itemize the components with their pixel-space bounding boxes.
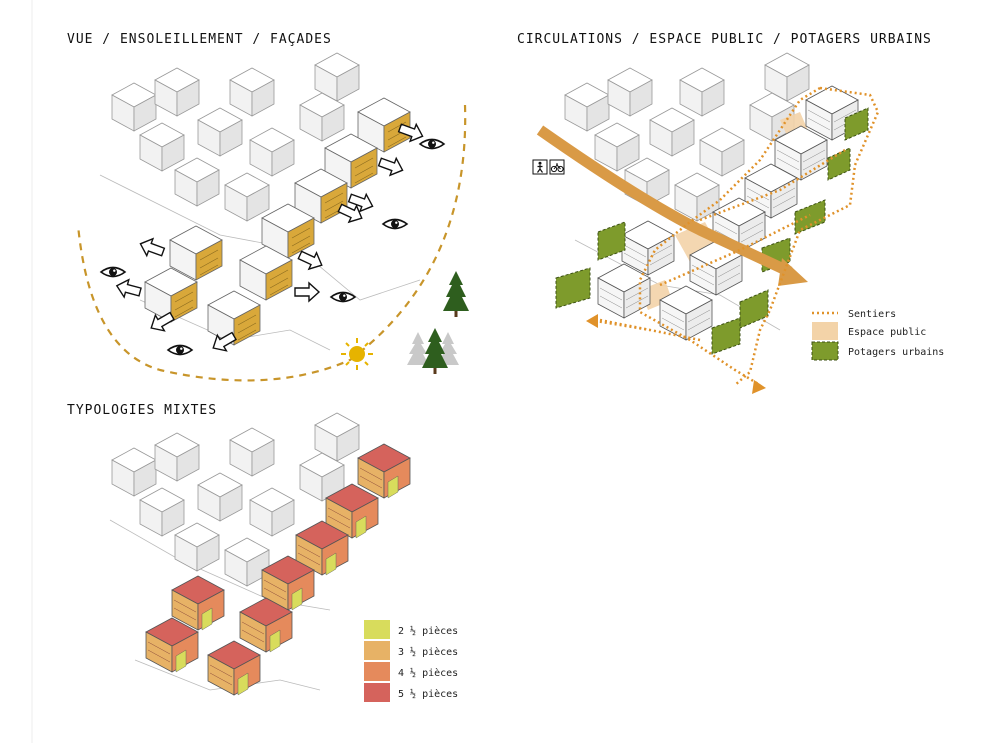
context-building [154,67,200,117]
context-building [674,172,720,222]
arrow-icon [586,314,598,328]
arrow-icon [752,380,766,394]
pedestrian-icon [532,159,548,175]
arrow-icon [778,258,808,286]
arrow-icon [294,282,320,302]
context-building [139,122,185,172]
arrow-icon [376,152,407,180]
legend-label-espace-public: Espace public [848,327,926,338]
arrow-icon [136,234,167,262]
sun-path [76,104,467,382]
legend-swatch-espace-public [812,322,838,340]
context-building [249,127,295,177]
panel-vue [76,52,469,382]
legend-label-potagers: Potagers urbains [848,347,944,358]
context-building [197,107,243,157]
garden-plot [739,289,769,329]
context-building [111,447,157,497]
eye-icon [167,344,193,356]
legend-typologies: 2 ½ pièces 3 ½ pièces 4 ½ pièces 5 ½ piè… [364,620,458,702]
context-building [174,157,220,207]
context-building [229,427,275,477]
garden-plot [555,267,591,309]
garden-plot [711,317,741,355]
legend-label-3-5: 3 ½ pièces [398,646,458,658]
garden-plot [597,221,626,261]
eye-icon [330,291,356,303]
panel-circulations: Sentiers Espace public Potagers urbains [532,52,944,394]
context-building [139,487,185,537]
garden-plot [827,147,851,181]
bicycle-icon [549,159,565,175]
context-building [154,432,200,482]
context-building [224,172,270,222]
panel-title-typologies: TYPOLOGIES MIXTES [67,403,218,418]
legend-label-5-5: 5 ½ pièces [398,688,458,700]
tree-icon [443,271,469,317]
context-building [594,122,640,172]
context-building [564,82,610,132]
panel-typologies: 2 ½ pièces 3 ½ pièces 4 ½ pièces 5 ½ piè… [109,412,458,702]
garden-plot [794,199,826,235]
context-building [249,487,295,537]
main-axis-arrow [536,125,793,277]
tree-icon [407,332,429,365]
legend-label-2-5: 2 ½ pièces [398,625,458,637]
typology-building [357,443,411,499]
context-building [111,82,157,132]
context-building [197,472,243,522]
legend-label-4-5: 4 ½ pièces [398,667,458,679]
context-building [229,67,275,117]
legend-swatch-4-5 [364,662,390,681]
legend-swatch-3-5 [364,641,390,660]
context-building [649,107,695,157]
panel-title-vue: VUE / ENSOLEILLEMENT / FAÇADES [67,32,332,47]
garden-plot [844,107,869,141]
legend-swatch-2-5 [364,620,390,639]
context-building [679,67,725,117]
context-building [174,522,220,572]
arrow-icon [113,276,144,302]
eye-icon [100,266,126,278]
typology-building [207,640,261,696]
terrain-line [139,299,331,351]
eye-icon [419,138,445,150]
eye-icon [382,218,408,230]
legend-circulations: Sentiers Espace public Potagers urbains [811,309,944,361]
legend-swatch-5-5 [364,683,390,702]
context-building [607,67,653,117]
pathways [589,86,880,387]
sun-icon [341,338,373,370]
context-building [699,127,745,177]
legend-label-sentiers: Sentiers [848,309,896,320]
panel-title-circulations: CIRCULATIONS / ESPACE PUBLIC / POTAGERS … [517,32,932,47]
legend-swatch-potagers [811,341,839,361]
